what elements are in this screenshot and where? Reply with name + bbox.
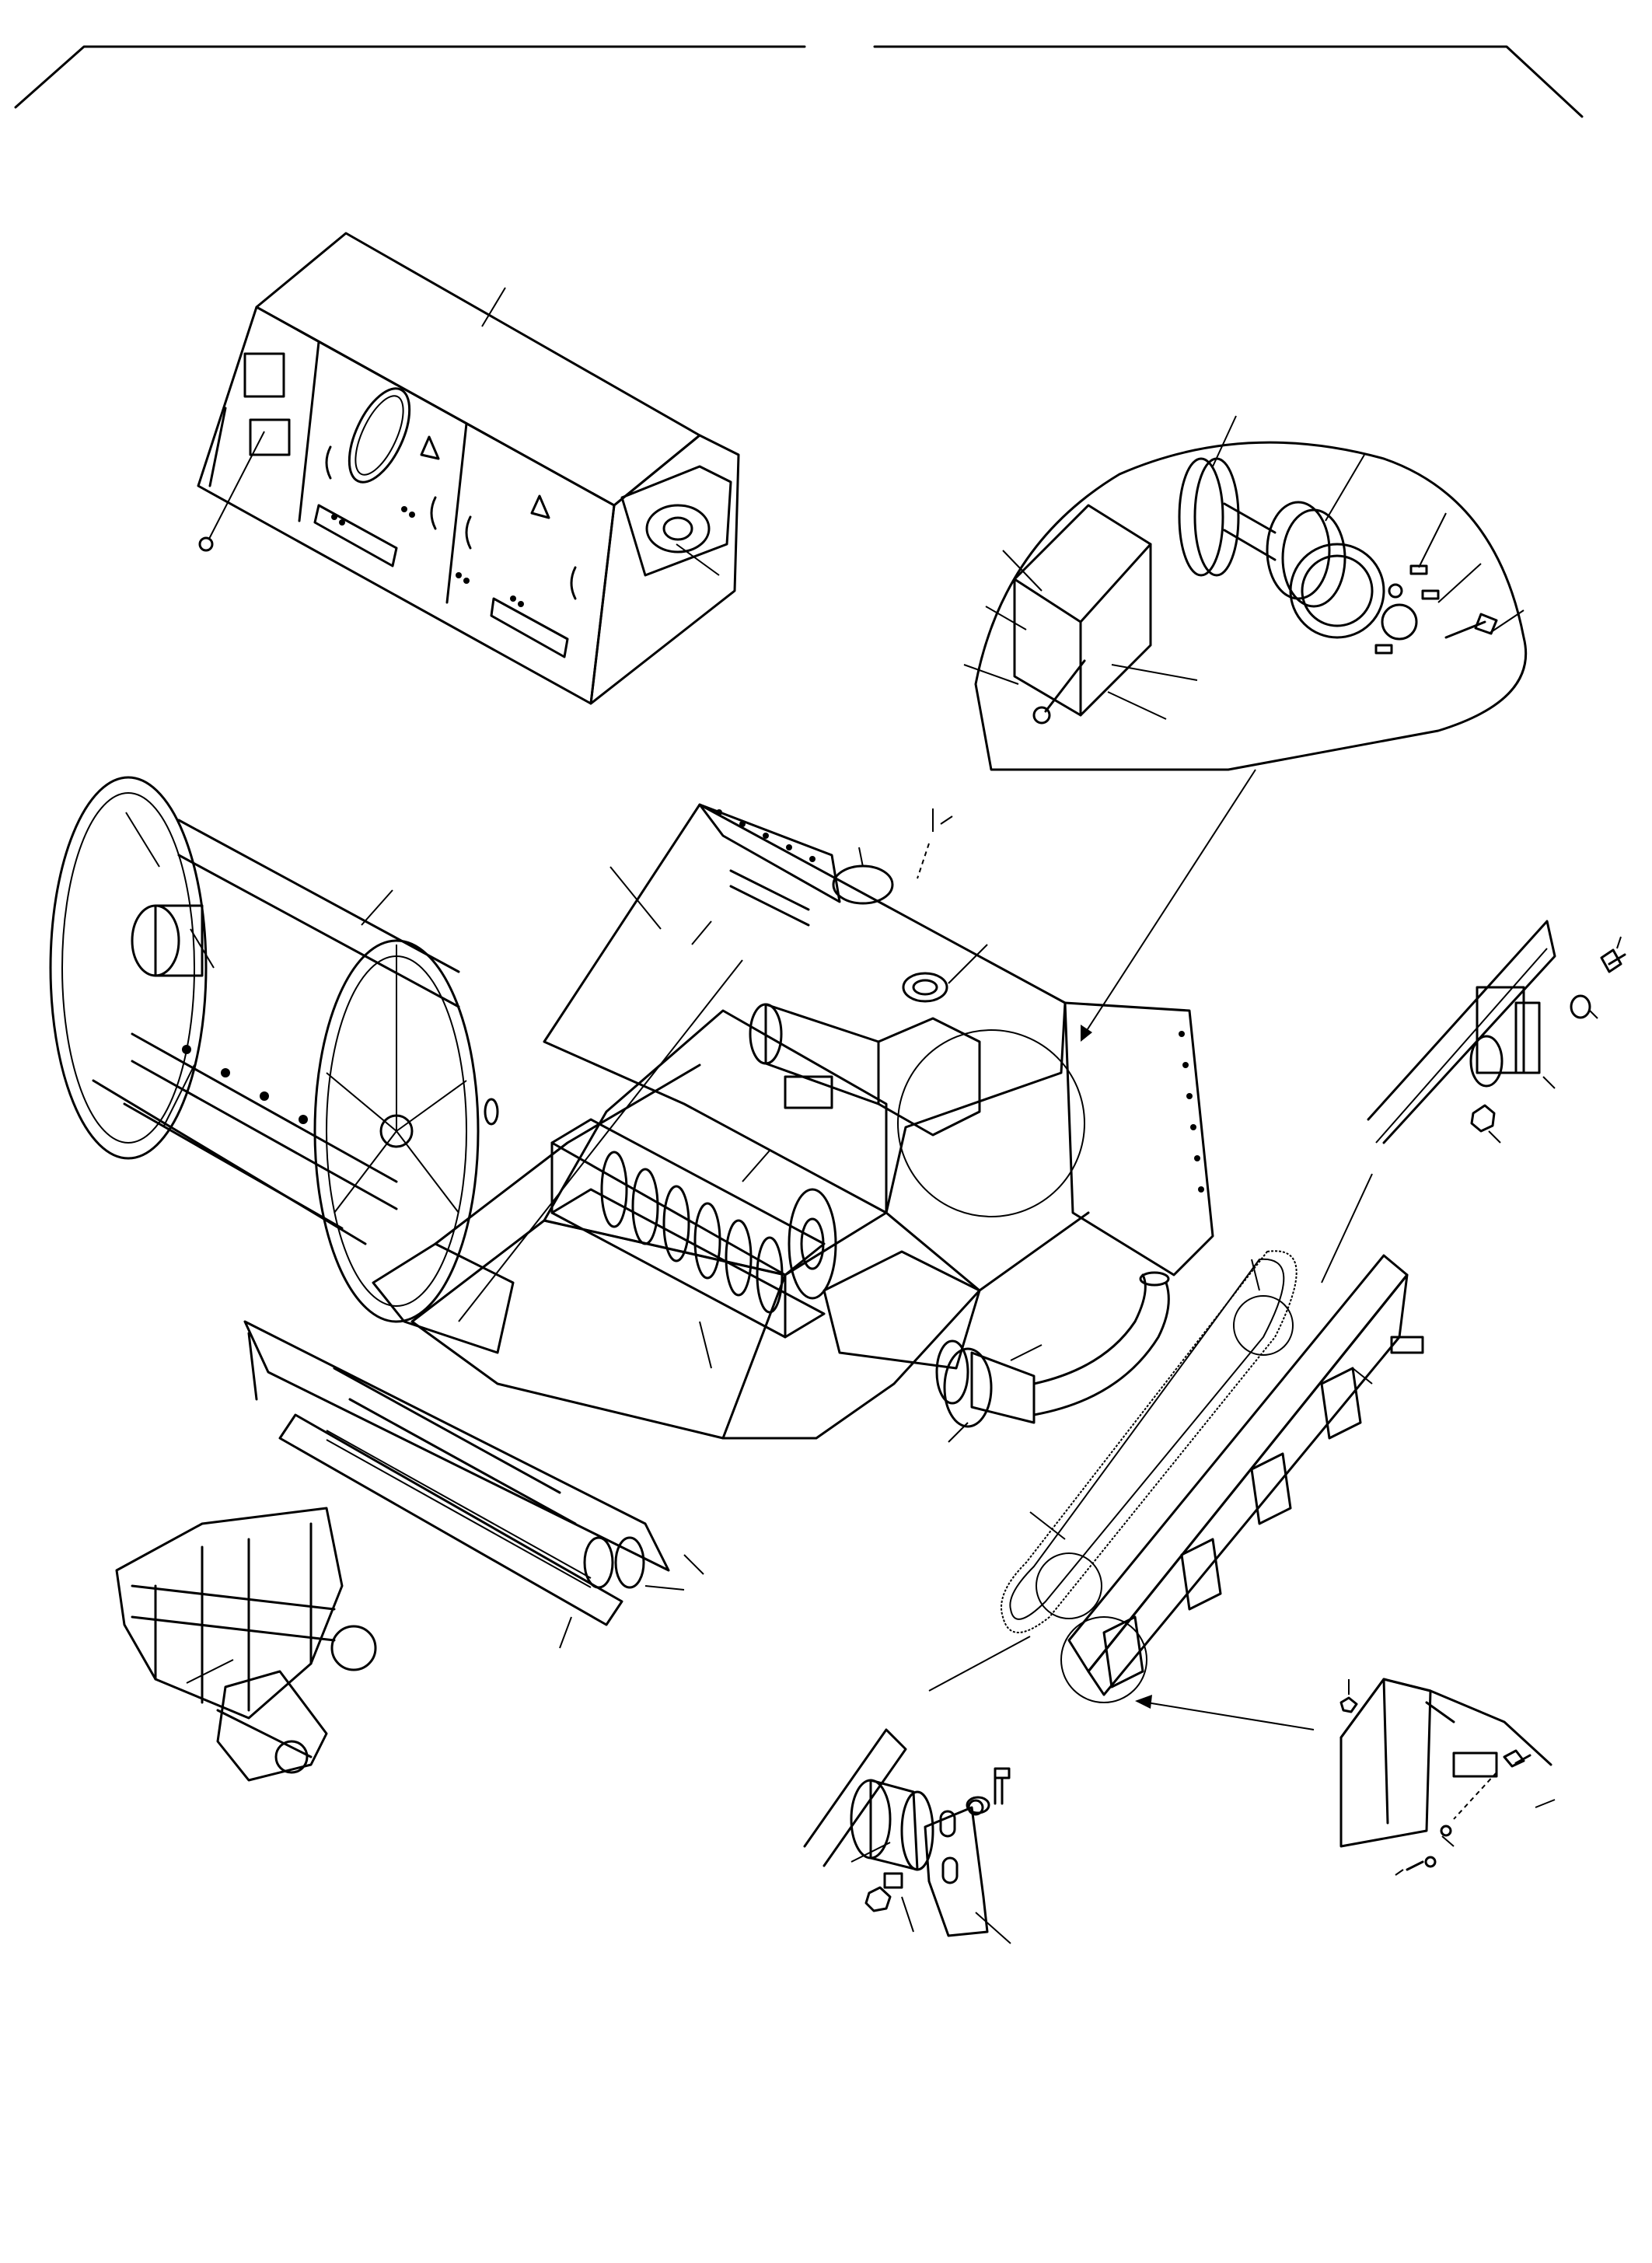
lift-arm-linkage: [115, 1507, 377, 1782]
header-frame: [14, 45, 1584, 118]
side-drive-panel: [1060, 1254, 1424, 1703]
upper-hood-housing: [197, 232, 740, 705]
bearing-shaft-detail-inset: [803, 1636, 1031, 1944]
panel-bracket-detail-inset: [1135, 1678, 1556, 1876]
main-frame: [243, 803, 1214, 1649]
reel-assembly: [49, 776, 499, 1323]
hood-idler-detail-inset: [963, 415, 1528, 1042]
drive-chain: [935, 1250, 1298, 1633]
chain-tensioner-detail-inset: [1321, 920, 1626, 1283]
rotor-drum: [550, 1118, 837, 1369]
